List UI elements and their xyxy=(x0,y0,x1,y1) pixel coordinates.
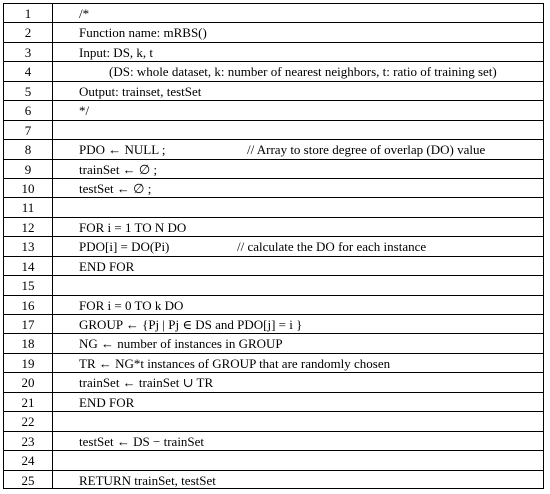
line-code: (DS: whole dataset, k: number of nearest… xyxy=(109,64,497,80)
line-code: Input: DS, k, t xyxy=(79,44,154,60)
code-line: 19 TR ← NG*t instances of GROUP that are… xyxy=(4,354,543,374)
line-code: trainSet ← trainSet ∪ TR xyxy=(79,375,214,391)
code-line: 13 PDO[i] = DO(Pi) // calculate the DO f… xyxy=(4,237,543,257)
code-line: 12 FOR i = 1 TO N DO xyxy=(4,218,543,238)
code-line: 6 */ xyxy=(4,101,543,121)
line-number: 6 xyxy=(24,103,32,119)
code-line: 21 END FOR xyxy=(4,393,543,413)
code-line: 1 /* xyxy=(4,4,543,24)
line-number: 17 xyxy=(21,317,35,333)
line-code: END FOR xyxy=(79,258,135,274)
line-code: PDO ← NULL ; xyxy=(79,142,166,158)
line-code: trainSet ← ∅ ; xyxy=(79,161,158,177)
code-line: 23 testSet ← DS − trainSet xyxy=(4,432,543,452)
line-code: TR ← NG*t instances of GROUP that are ra… xyxy=(79,355,391,371)
line-number: 9 xyxy=(24,161,32,177)
line-comment: // Array to store degree of overlap (DO)… xyxy=(247,142,486,158)
line-code: RETURN trainSet, testSet xyxy=(79,472,216,488)
line-code: /* xyxy=(79,6,90,21)
line-number: 13 xyxy=(21,239,35,255)
code-line: 16 FOR i = 0 TO k DO xyxy=(4,296,543,316)
line-code: FOR i = 0 TO k DO xyxy=(79,297,184,313)
code-line: 10 testSet ← ∅ ; xyxy=(4,179,543,199)
line-number: 23 xyxy=(21,433,35,449)
line-code: FOR i = 1 TO N DO xyxy=(79,219,187,235)
line-number: 1 xyxy=(24,6,32,21)
line-number: 19 xyxy=(21,355,35,371)
line-code: NG ← number of instances in GROUP xyxy=(79,336,283,352)
code-line: 5 Output: trainset, testSet xyxy=(4,82,543,102)
line-code: testSet ← ∅ ; xyxy=(79,180,152,196)
code-line: 2 Function name: mRBS() xyxy=(4,23,543,43)
code-line: 7 xyxy=(4,121,543,141)
code-listing-table: 1 /* 2 Function name: mRBS() 3 Input: DS… xyxy=(3,3,544,489)
code-line: 18 NG ← number of instances in GROUP xyxy=(4,334,543,354)
line-comment: // calculate the DO for each instance xyxy=(237,239,427,255)
line-number: 20 xyxy=(21,375,35,391)
line-number: 4 xyxy=(24,64,32,80)
line-number: 3 xyxy=(24,44,32,60)
line-number: 22 xyxy=(21,414,35,430)
line-number: 24 xyxy=(21,453,35,469)
line-number: 10 xyxy=(21,180,35,196)
line-code: GROUP ← {Pj | Pj ∈ DS and PDO[j] = i } xyxy=(79,317,303,333)
code-line: 8 PDO ← NULL ; // Array to store degree … xyxy=(4,140,543,160)
code-line: 25 RETURN trainSet, testSet xyxy=(4,471,543,490)
line-code: testSet ← DS − trainSet xyxy=(79,433,205,449)
code-line: 17 GROUP ← {Pj | Pj ∈ DS and PDO[j] = i … xyxy=(4,315,543,335)
line-number: 15 xyxy=(21,278,35,294)
line-number: 2 xyxy=(24,25,32,41)
line-number: 21 xyxy=(21,394,35,410)
code-line: 3 Input: DS, k, t xyxy=(4,43,543,63)
line-number: 18 xyxy=(21,336,35,352)
code-line: 24 xyxy=(4,451,543,471)
line-number: 16 xyxy=(21,297,35,313)
code-line: 20 trainSet ← trainSet ∪ TR xyxy=(4,373,543,393)
line-code: PDO[i] = DO(Pi) xyxy=(79,239,170,255)
line-number: 5 xyxy=(24,83,32,99)
code-line: 22 xyxy=(4,412,543,432)
line-code: Function name: mRBS() xyxy=(79,25,207,41)
code-line: 15 xyxy=(4,276,543,296)
column-divider xyxy=(52,4,53,488)
line-number: 11 xyxy=(21,200,35,216)
line-number: 12 xyxy=(21,219,35,235)
line-code: END FOR xyxy=(79,394,135,410)
line-number: 7 xyxy=(24,122,32,138)
code-line: 9 trainSet ← ∅ ; xyxy=(4,160,543,179)
code-line: 11 xyxy=(4,198,543,218)
line-number: 8 xyxy=(24,142,32,158)
code-line: 4 (DS: whole dataset, k: number of neare… xyxy=(4,62,543,82)
line-number: 14 xyxy=(21,258,35,274)
line-code: */ xyxy=(79,103,90,119)
code-line: 14 END FOR xyxy=(4,257,543,277)
line-number: 25 xyxy=(21,472,35,488)
line-code: Output: trainset, testSet xyxy=(79,83,202,99)
